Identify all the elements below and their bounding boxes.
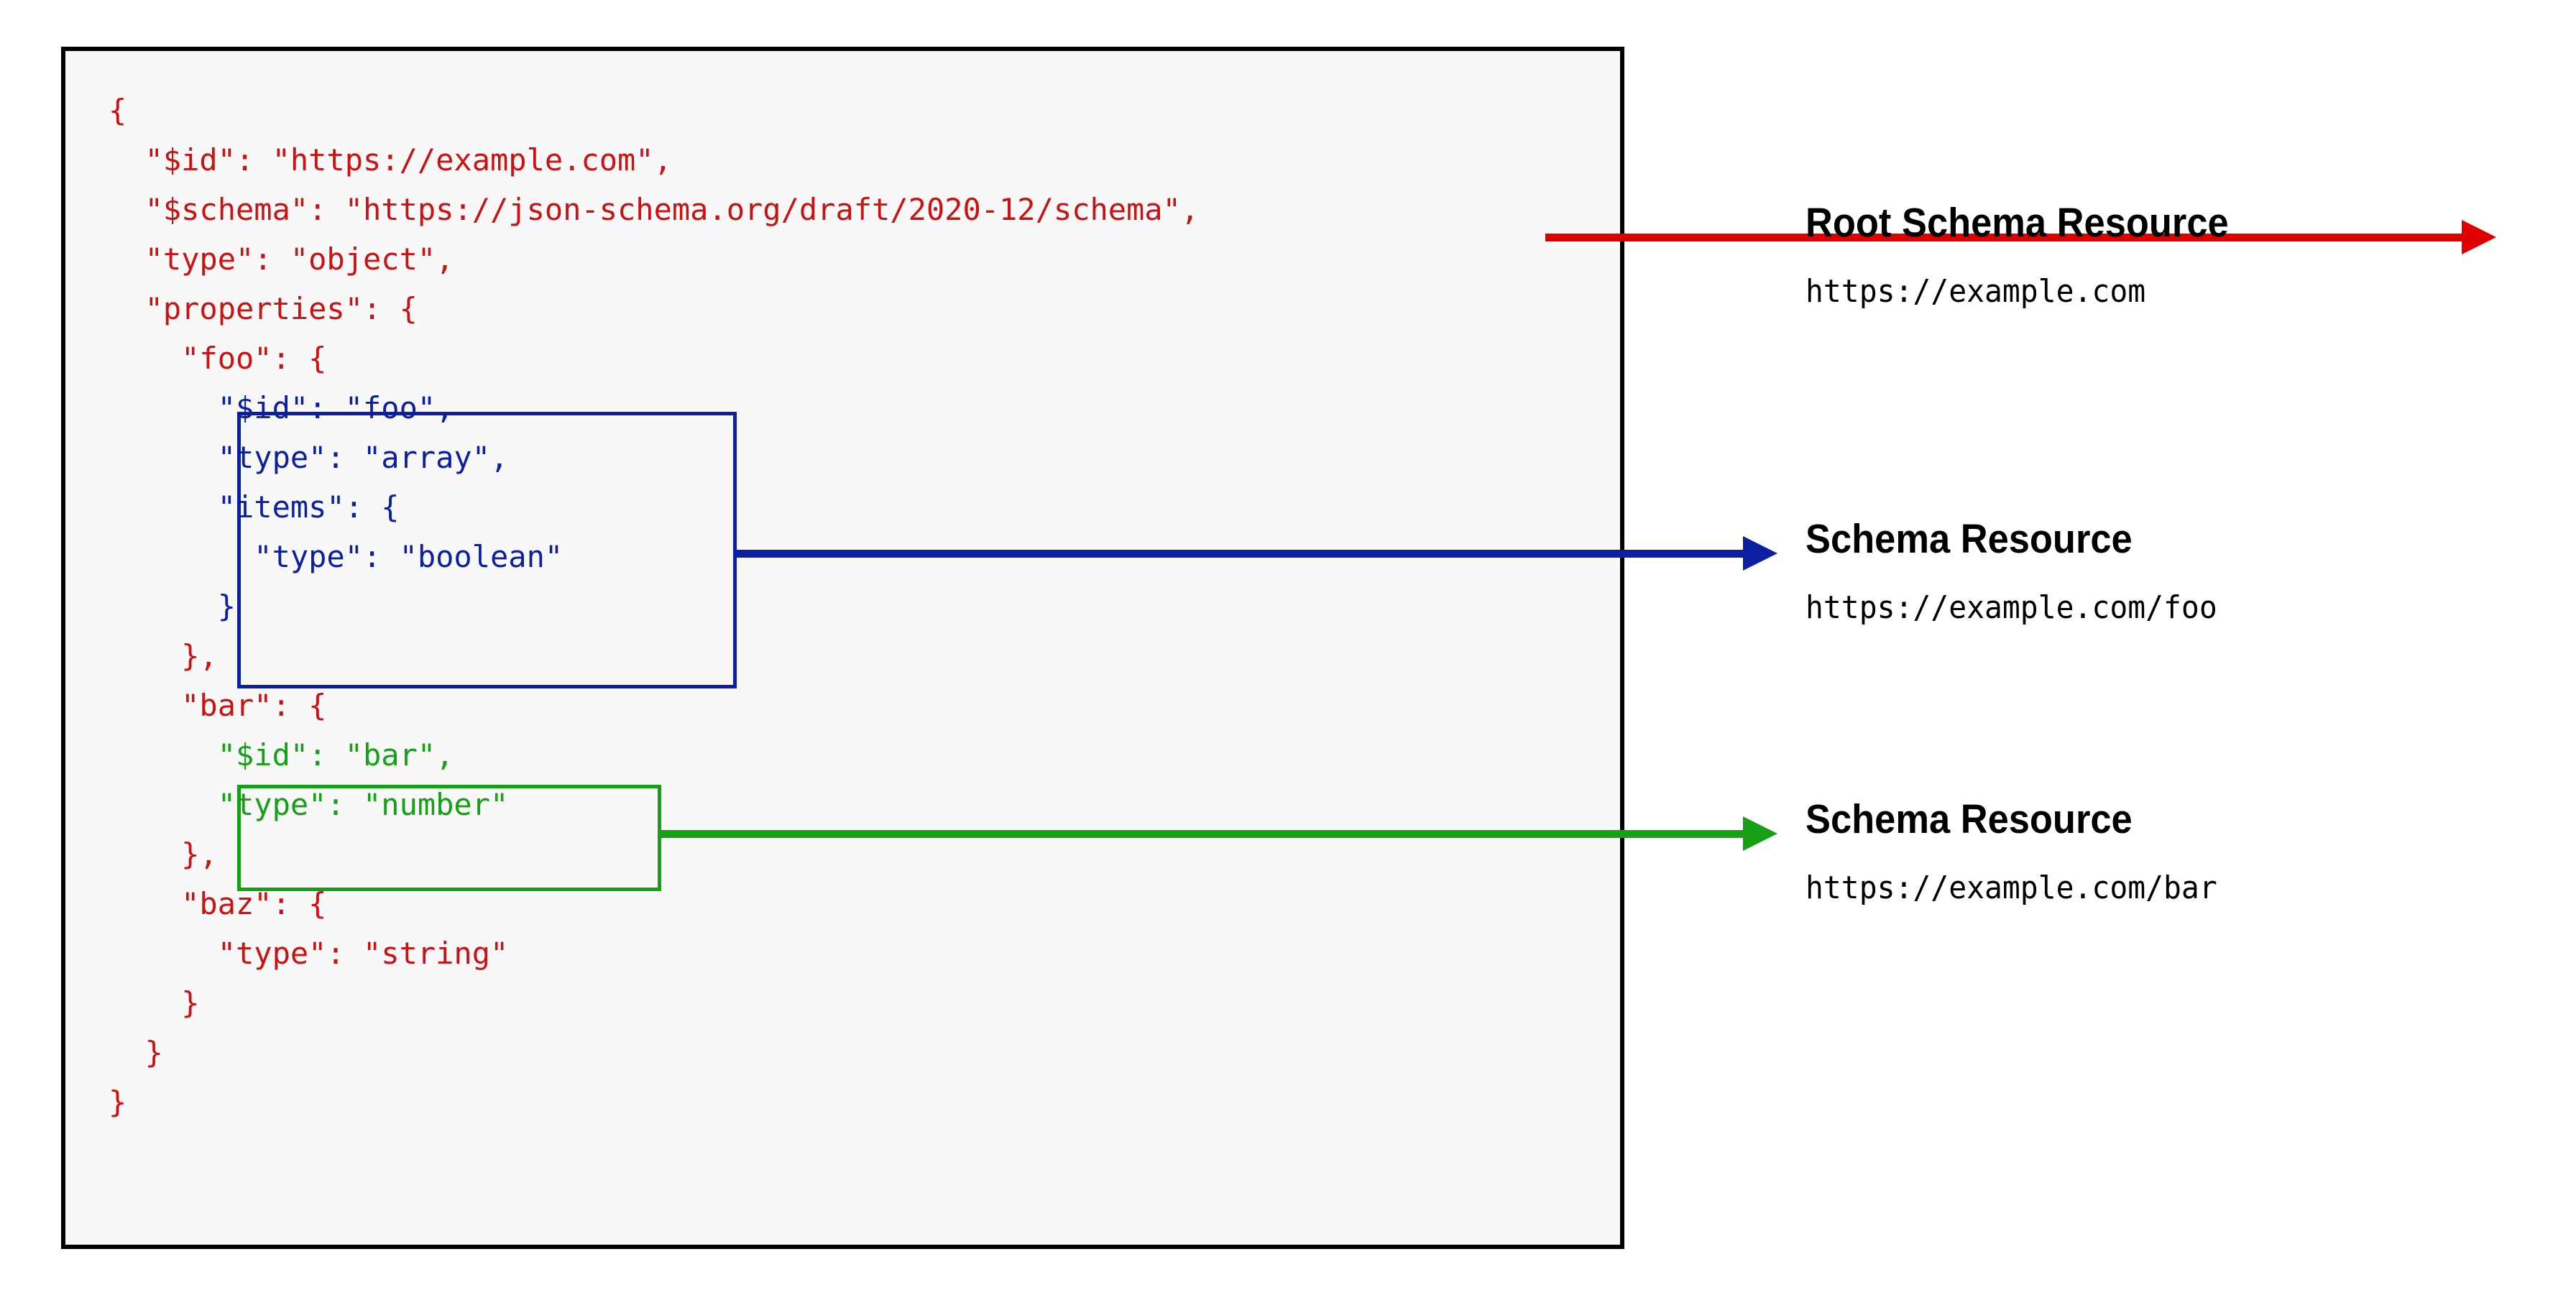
code-line: "$id": "foo", <box>109 390 454 425</box>
resource-uri: https://example.com/foo <box>1806 589 2217 626</box>
arrow-head-icon <box>1743 536 1777 571</box>
code-line: } <box>109 1084 127 1120</box>
resource-title: Root Schema Resource <box>1806 200 2229 246</box>
code-line: "properties": { <box>109 291 418 326</box>
resource-label-bar: Schema Resource https://example.com/bar <box>1806 796 2243 907</box>
arrow-shaft <box>1545 234 2462 241</box>
code-line: "items": { <box>109 489 400 525</box>
code-line: "baz": { <box>109 886 327 921</box>
code-line: "type": "boolean" <box>109 539 564 574</box>
resource-label-root: Root Schema Resource https://example.com <box>1806 200 2266 310</box>
code-line: "type": "object", <box>109 241 454 277</box>
code-line: { <box>109 93 127 128</box>
code-line: } <box>109 1035 163 1070</box>
resource-uri: https://example.com/bar <box>1806 870 2217 906</box>
arrow-head-icon <box>1743 816 1777 851</box>
code-line: } <box>109 589 236 624</box>
code-line: "bar": { <box>109 688 327 723</box>
code-line: "type": "string" <box>109 936 509 971</box>
resource-uri: https://example.com <box>1806 273 2146 310</box>
code-line: "$id": "https://example.com", <box>109 142 672 178</box>
arrow-head-icon <box>2462 220 2496 254</box>
code-line: "type": "array", <box>109 440 509 475</box>
code-line: }, <box>109 638 218 673</box>
resource-title: Schema Resource <box>1806 516 2133 562</box>
code-line: "$schema": "https://json-schema.org/draf… <box>109 192 1200 227</box>
code-line: } <box>109 985 200 1020</box>
resource-title: Schema Resource <box>1806 796 2133 842</box>
code-line: "foo": { <box>109 341 327 376</box>
arrow-shaft <box>658 830 1743 838</box>
json-code-listing: { "$id": "https://example.com", "$schema… <box>109 86 1199 1127</box>
code-line: "type": "number" <box>109 787 509 822</box>
code-line: "$id": "bar", <box>109 737 454 773</box>
json-code-panel: { "$id": "https://example.com", "$schema… <box>61 47 1624 1249</box>
arrow-shaft <box>733 550 1743 558</box>
resource-label-foo: Schema Resource https://example.com/foo <box>1806 516 2243 627</box>
code-line: }, <box>109 837 218 872</box>
